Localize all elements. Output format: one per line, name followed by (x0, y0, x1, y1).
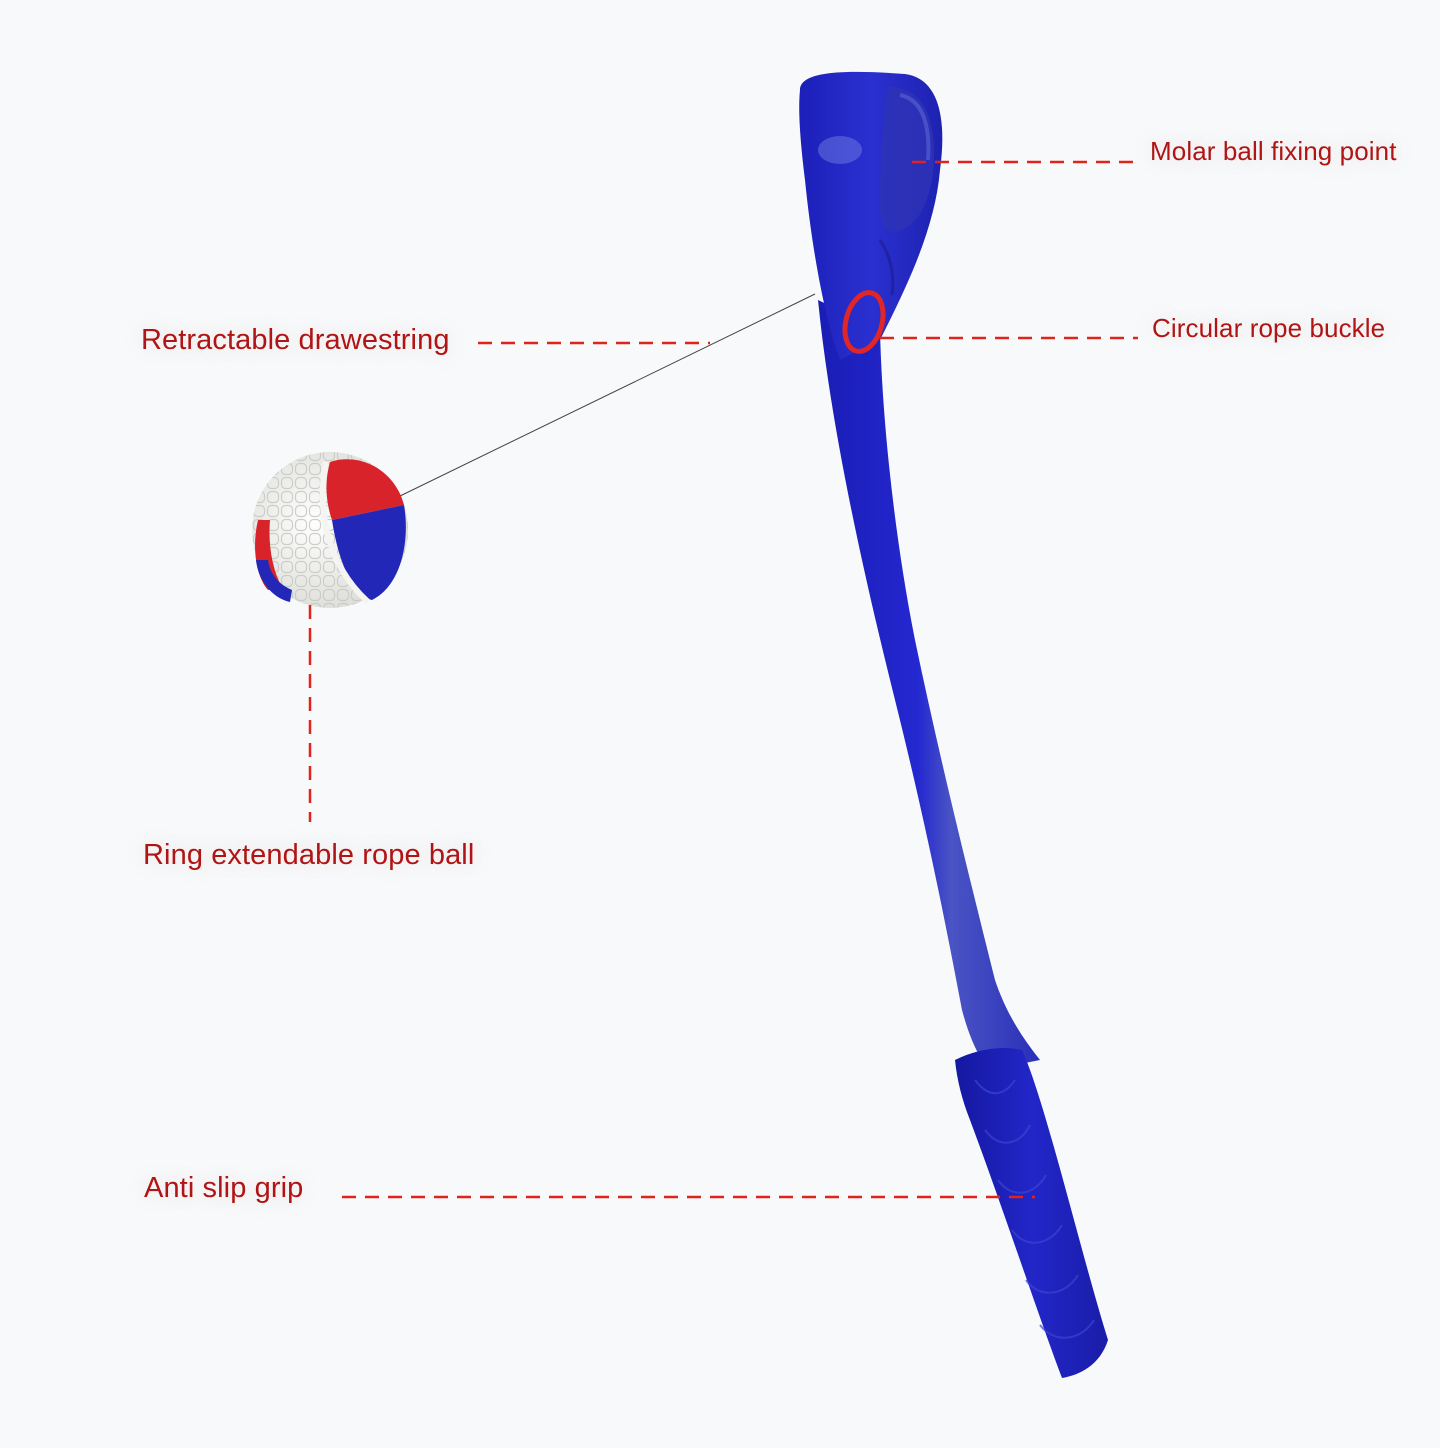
grip-texture (974, 1079, 1095, 1339)
callout-anti-slip-grip: Anti slip grip (144, 1172, 304, 1204)
callout-circular-rope-buckle: Circular rope buckle (1152, 313, 1386, 343)
callout-retractable-drawstring: Retractable drawestring (141, 324, 450, 356)
launcher-anti-slip-grip (955, 1048, 1108, 1378)
rope-ball (252, 452, 408, 608)
launcher-cup-interior (879, 86, 935, 232)
callout-ring-extendable-rope-ball: Ring extendable rope ball (143, 839, 475, 871)
retractable-drawstring-line (397, 293, 816, 498)
leader-lines (308, 160, 1138, 1199)
ball-launcher (799, 71, 1108, 1378)
callout-molar-ball-fixing-point: Molar ball fixing point (1150, 136, 1397, 166)
circular-rope-buckle-ring (842, 290, 886, 354)
launcher-shaft (818, 300, 1040, 1070)
